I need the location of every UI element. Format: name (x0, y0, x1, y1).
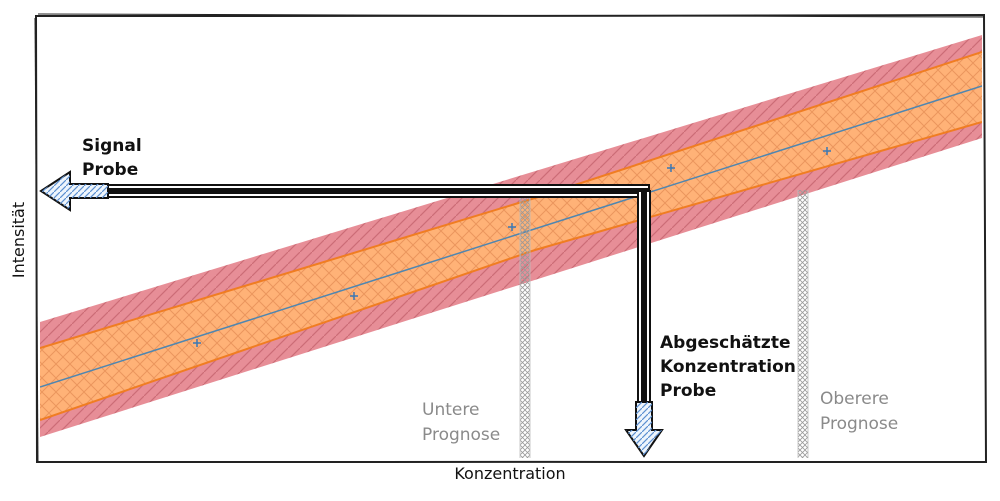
signal-label-line2: Probe (82, 160, 138, 180)
diagram-frame (34, 13, 988, 464)
lower-prognose-label-line1: Untere (422, 400, 479, 420)
regression-line (40, 85, 982, 388)
estimated-label-line3: Probe (660, 381, 716, 401)
y-axis-label: Intensität (9, 202, 28, 278)
upper-prognose-marker (798, 190, 808, 458)
lower-prognose-label-line2: Prognose (422, 425, 500, 445)
upper-prognose-label-line1: Oberere (820, 389, 889, 409)
data-point (193, 339, 201, 347)
lower-prognose-marker (520, 190, 530, 458)
estimated-label-line1: Abgeschätzte (660, 333, 790, 353)
data-points (193, 147, 831, 347)
data-point (823, 147, 831, 155)
data-point (508, 223, 516, 231)
x-axis-label: Konzentration (454, 464, 565, 483)
concentration-arrow (624, 190, 664, 458)
data-point (667, 164, 675, 172)
data-point (350, 292, 358, 300)
signal-label-line1: Signal (82, 136, 142, 156)
signal-arrow (39, 170, 650, 212)
estimated-label-line2: Konzentration (660, 357, 796, 377)
upper-prognose-label-line2: Prognose (820, 414, 898, 434)
